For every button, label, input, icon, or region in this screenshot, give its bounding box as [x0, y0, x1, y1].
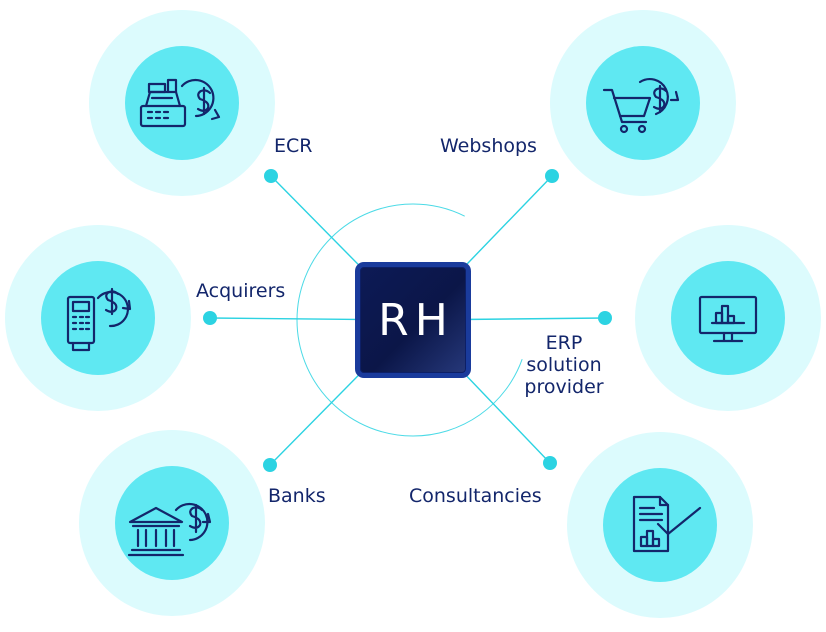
- hub-logo: RH: [355, 262, 471, 378]
- dot-consultancies: [543, 456, 557, 470]
- label-acquirers: Acquirers: [196, 280, 286, 302]
- document-chart-check-icon: [632, 495, 702, 553]
- monitor-chart-icon: [698, 295, 758, 343]
- node-ecr: [89, 10, 275, 196]
- label-consultancies: Consultancies: [409, 485, 542, 507]
- label-erp-line-2: solution: [526, 354, 602, 376]
- node-webshops: [550, 10, 736, 196]
- connector-dots: [203, 169, 612, 472]
- dot-banks: [263, 458, 277, 472]
- label-erp: ERP solution provider: [516, 332, 612, 398]
- dot-webshops: [545, 169, 559, 183]
- dot-ecr: [264, 169, 278, 183]
- bank-dollar-icon: [127, 502, 212, 557]
- label-erp-line-3: provider: [524, 376, 604, 398]
- dot-erp: [598, 311, 612, 325]
- cash-register-dollar-icon: [139, 78, 221, 128]
- hub-orbit-arc: [296, 203, 530, 437]
- label-webshops: Webshops: [440, 135, 537, 157]
- connectors: [209, 175, 606, 466]
- label-banks: Banks: [268, 485, 326, 507]
- dot-acquirers: [203, 311, 217, 325]
- shopping-cart-dollar-icon: [602, 78, 680, 134]
- payment-terminal-dollar-icon: [66, 287, 132, 352]
- label-ecr: ECR: [274, 135, 313, 157]
- hub-logo-text: RH: [378, 294, 454, 346]
- label-erp-line-1: ERP: [545, 332, 583, 354]
- node-acquirers: [5, 225, 191, 411]
